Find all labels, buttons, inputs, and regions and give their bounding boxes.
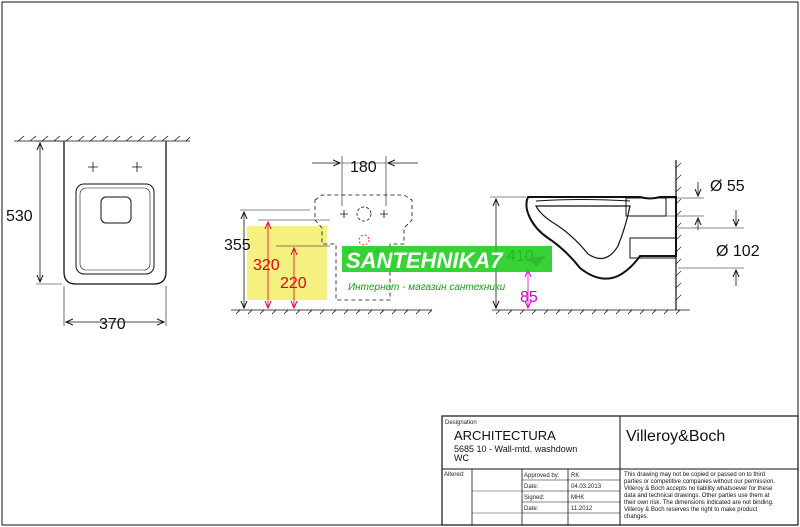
side-view-bowl-interior [535,205,631,260]
dim-85-label: 85 [520,289,538,306]
tb-brand: Villeroy&Boch [626,428,725,445]
tb-date2-value: 11.2012 [571,506,593,512]
watermark-band [342,246,552,272]
dim-55-label: Ø 55 [710,178,745,195]
tb-date-value: 04.03.2013 [571,484,602,490]
tb-disclaimer-1: This drawing may not be copied or passed… [624,472,765,478]
dim-102-label: Ø 102 [716,243,760,260]
dim-320-label: 320 [253,257,280,274]
tb-altered-label: Altered: [444,472,465,478]
tb-product-name: ARCHITECTURA [454,428,556,443]
tb-date-label: Date: [524,484,539,490]
top-view-bowl-opening [100,196,132,224]
front-view-frame-outline [314,194,413,301]
dim-220-label: 220 [280,275,307,292]
tb-date2-label: Date: [524,506,539,512]
top-view-fixing-left-icon [88,162,98,172]
front-view-pipe-hole [356,206,372,222]
watermark-sub: Интернет - магазин сантехники [348,282,506,293]
tb-disclaimer-6: Villeroy & Boch reserves the right to ma… [624,507,758,513]
tb-product-desc-1: 5685 10 - Wall-mtd. washdown [454,444,577,454]
title-block: Designation ARCHITECTURA 5685 10 - Wall-… [441,415,799,526]
top-view-bowl-outline [63,141,167,285]
watermark-main: SANTEHNIKA7 [346,248,504,273]
top-view: 530 370 [6,135,191,333]
dim-180-label: 180 [350,159,377,176]
tb-signed-value: MHK [571,495,584,501]
front-view-floor [231,309,433,315]
tb-product-desc-2: WC [454,453,469,463]
side-view-outlet-pipe [629,237,677,259]
dim-530-label: 530 [6,208,33,225]
side-view-inlet-pipe [625,197,667,217]
tb-disclaimer-3: Villeroy & Boch accepts no liability wha… [624,486,773,492]
dim-370-label: 370 [99,316,126,333]
dim-355-label: 355 [224,237,251,254]
watermark: SANTEHNIKA7 Интернет - магазин сантехник… [342,246,552,293]
tb-disclaimer-4: data and technical drawings. Other parti… [624,493,770,499]
tb-approved-label: Approved by: [524,473,560,479]
front-view: 180 355 320 220 [224,156,433,315]
top-view-seat-inner [79,187,151,271]
tb-approved-value: RK [571,473,579,479]
tb-designation-label: Designation [445,420,477,426]
yellow-highlight [247,226,327,300]
top-view-seat [75,183,155,275]
side-view-wc-body [525,196,677,280]
tb-disclaimer-7: changes. [624,514,649,520]
tb-signed-label: Signed: [524,495,545,501]
top-view-wall [14,135,191,142]
tb-disclaimer-5: their own risk. The dimensions indicated… [624,500,774,506]
side-view: 410 85 Ø 55 Ø 102 [490,160,760,315]
side-view-floor [492,309,690,315]
top-view-fixing-right-icon [132,162,142,172]
tb-disclaimer-2: parties or competitive companies without… [624,479,775,485]
